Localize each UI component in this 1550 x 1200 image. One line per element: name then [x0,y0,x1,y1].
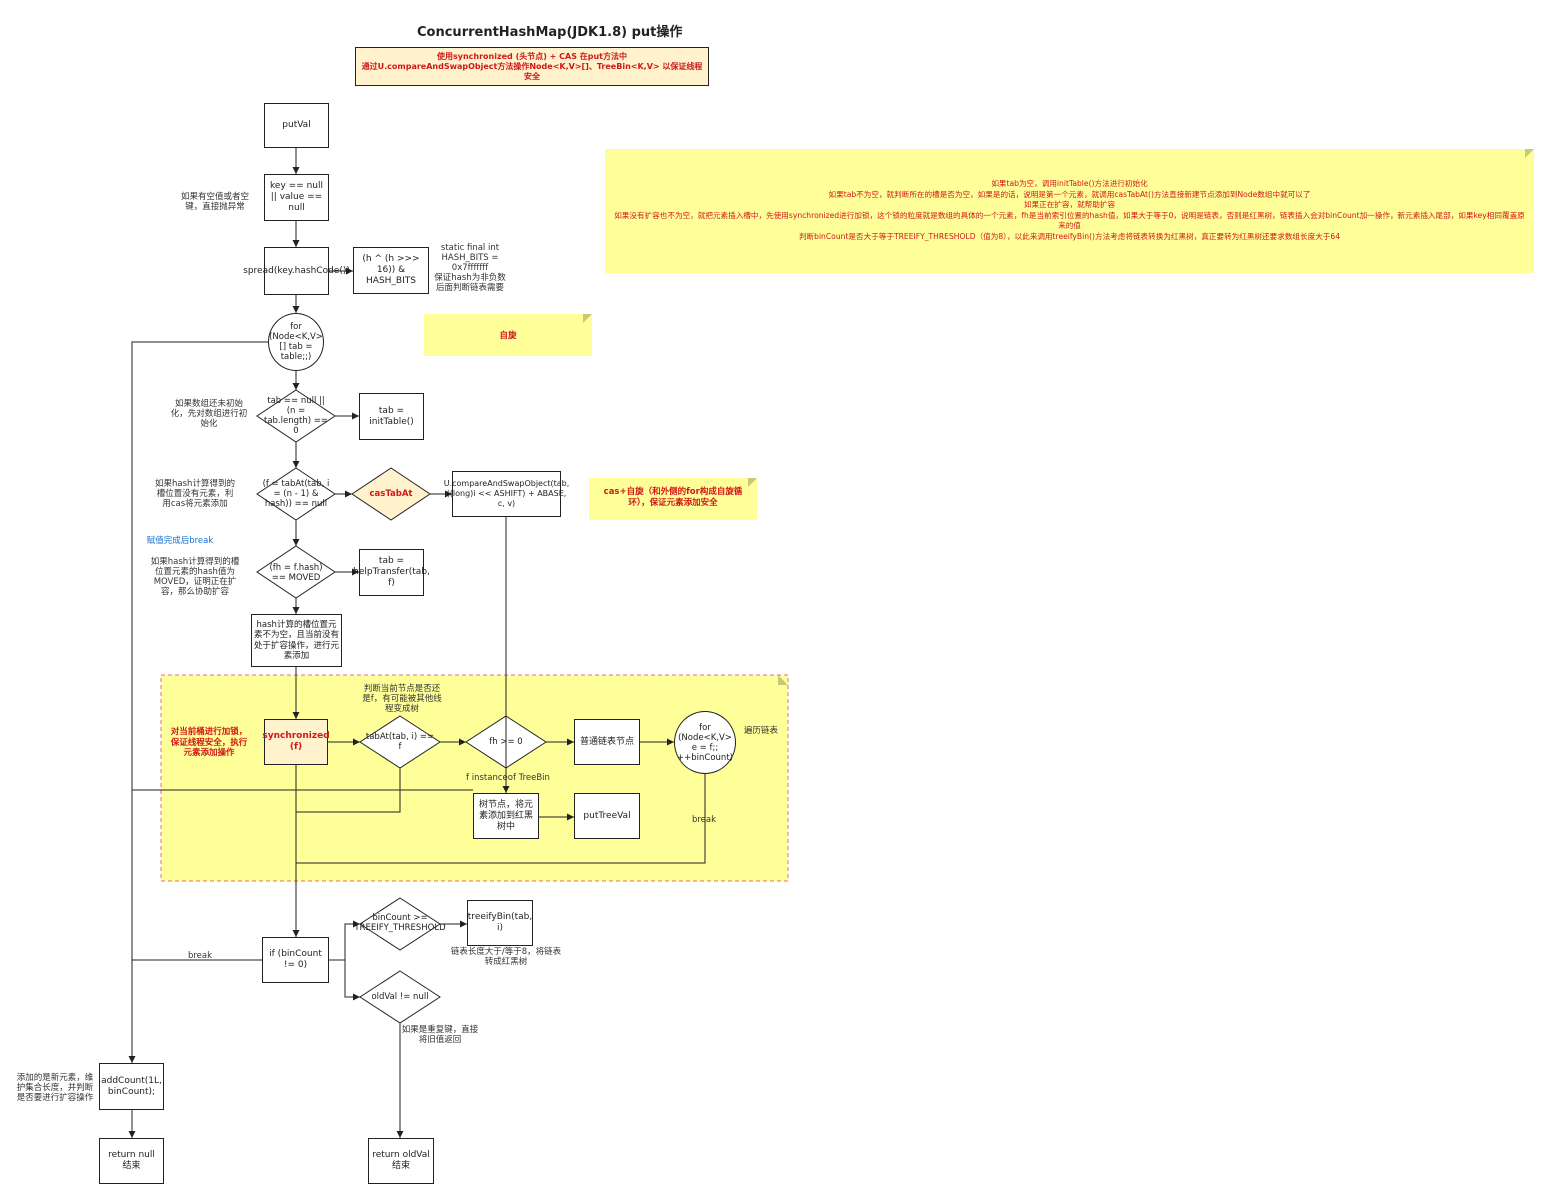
break-label-2: break [187,951,213,961]
add-count-box: addCount(1L, binCount); [99,1063,164,1110]
moved-note: 如果hash计算得到的槽位置元素的hash值为MOVED，证明正在扩容，那么协助… [150,557,240,597]
return-null-box: return null 结束 [99,1138,164,1184]
sync-note: 对当前桶进行加锁，保证线程安全，执行元素添加操作 [170,727,248,758]
compare-swap-box: U.compareAndSwapObject(tab, ((long)i << … [444,471,569,517]
threshold-text: binCount >= TREEIFY_THRESHOLD [354,913,446,933]
hash-bits-note: static final int HASH_BITS = 0x7fffffff … [434,243,506,293]
linked-node-box: 普通链表节点 [574,719,640,765]
sync-box: synchronized (f) [262,719,330,765]
treeify-note: 链表长度大于/等于8，将链表转成红黑树 [450,947,562,967]
for-linked-circle: for (Node<K,V> e = f;; ++binCount) [674,711,736,774]
hash-slot-box: hash计算的槽位置元素不为空，且当前没有处于扩容操作，进行元素添加 [251,614,342,667]
tabat-null-text: (f = tabAt(tab, i = (n - 1) & hash)) == … [262,479,330,509]
tab-empty-text: tab == null || (n = tab.length) == 0 [264,396,328,436]
cas-spin-sticky: cas+自旋（和外侧的for构成自旋循环），保证元素添加安全 [589,478,757,520]
spin-label: 自旋 [499,331,517,341]
for-loop-circle: for (Node<K,V>[] tab = table;;) [268,313,324,371]
header-note: 使用synchronized (头节点) + CAS 在put方法中 通过U.c… [355,47,709,86]
fh-ge-text: fh >= 0 [489,737,523,747]
spread-detail-box: (h ^ (h >>> 16)) & HASH_BITS [353,247,429,294]
help-transfer-box: tab = helpTransfer(tab, f) [353,549,430,596]
tree-node-box: 树节点，将元素添加到红黑树中 [473,793,539,839]
tabat-eq-text: tabAt(tab, i) == f [365,732,435,752]
put-tree-box: putTreeVal [574,793,640,839]
return-old-box: return oldVal 结束 [368,1138,434,1184]
break-label-1: break [691,815,717,825]
bin-count-box: if (binCount != 0) [262,937,329,983]
diagram-title: ConcurrentHashMap(JDK1.8) put操作 [417,25,683,40]
cas-tabat-diamond [351,467,431,521]
init-table-box: tab = initTable() [359,393,424,440]
treeify-box: treeifyBin(tab, i) [467,900,533,946]
sync-region [160,674,789,882]
oldval-text: oldVal != null [371,992,429,1002]
putval-box: putVal [264,103,329,148]
check-note: 判断当前节点是否还是f，有可能被其他线程变成树 [362,684,442,714]
cas-spin-label: cas+自旋（和外侧的for构成自旋循环），保证元素添加安全 [603,487,743,508]
moved-text: (fh = f.hash) == MOVED [269,563,323,583]
summary-sticky: 如果tab为空，调用initTable()方法进行初始化 如果tab不为空，就判… [605,149,1534,273]
summary-text: 如果tab为空，调用initTable()方法进行初始化 如果tab不为空，就判… [614,179,1525,241]
cas-note: 如果hash计算得到的槽位置没有元素，利用cas将元素添加 [155,479,235,509]
init-note: 如果数组还未初始化，先对数组进行初始化 [170,399,248,429]
treebin-note: f instanceof TreeBin [466,773,550,783]
spread-box: spread(key.hashCode()) [243,247,350,295]
null-note: 如果有空值或者空键，直接抛异常 [180,192,249,212]
null-check-box: key == null || value == null [264,174,329,221]
oldval-note: 如果是重复键，直接将旧值返回 [401,1025,479,1045]
break-blue-note: 赋值完成后break [146,536,214,546]
threshold-diamond [359,897,441,951]
traverse-note: 遍历链表 [743,726,778,736]
spin-sticky: 自旋 [424,314,592,356]
addcount-note: 添加的是新元素，维护集合长度，并判断是否要进行扩容操作 [16,1073,94,1103]
cas-tabat-text: casTabAt [369,489,413,499]
